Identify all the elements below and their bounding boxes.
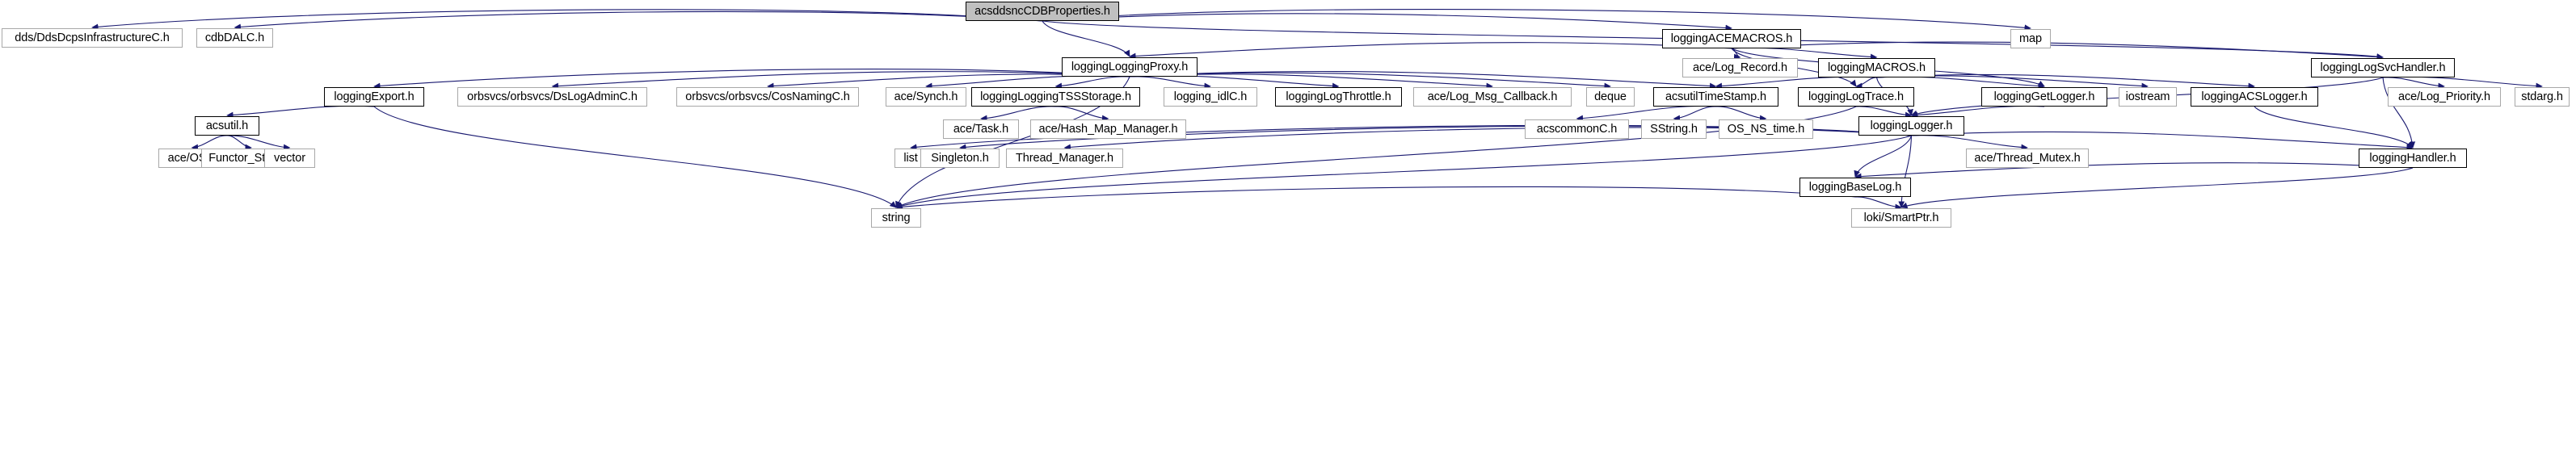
graph-edge xyxy=(226,105,375,119)
graph-edge xyxy=(980,106,1056,122)
graph-node[interactable]: ace/Log_Record.h xyxy=(1682,58,1798,77)
graph-edge xyxy=(2254,106,2414,149)
graph-edge xyxy=(1129,75,1340,90)
graph-node[interactable]: Thread_Manager.h xyxy=(1006,149,1123,168)
graph-node[interactable]: loggingLoggingProxy.h xyxy=(1062,57,1198,77)
graph-edge xyxy=(1855,77,1877,90)
graph-node[interactable]: stdarg.h xyxy=(2515,87,2570,107)
graph-edge xyxy=(373,106,897,208)
graph-node[interactable]: loggingACEMACROS.h xyxy=(1662,29,1801,48)
graph-node[interactable]: acscommonC.h xyxy=(1525,119,1629,139)
graph-edge xyxy=(1854,162,2414,180)
graph-edge xyxy=(1854,135,1913,178)
graph-edge xyxy=(191,135,228,151)
graph-edge xyxy=(1042,20,1130,57)
graph-edge xyxy=(2382,77,2416,149)
graph-edge xyxy=(1910,105,2045,119)
graph-edge xyxy=(1911,131,2414,151)
graph-edge xyxy=(1576,105,1716,122)
graph-edge xyxy=(1042,13,1732,31)
graph-edge xyxy=(1673,106,1716,122)
graph-edge xyxy=(895,186,1856,211)
graph-node[interactable]: loggingLogSvcHandler.h xyxy=(2311,58,2455,77)
graph-node[interactable]: loggingExport.h xyxy=(324,87,424,107)
graph-node[interactable]: loggingLogThrottle.h xyxy=(1275,87,1402,107)
graph-node[interactable]: loggingLogTrace.h xyxy=(1798,87,1914,107)
graph-node[interactable]: loggingBaseLog.h xyxy=(1799,178,1911,197)
graph-node[interactable]: loki/SmartPtr.h xyxy=(1851,208,1951,228)
graph-edge xyxy=(1054,76,1130,90)
graph-node[interactable]: OS_NS_time.h xyxy=(1719,119,1813,139)
graph-node[interactable]: Singleton.h xyxy=(920,149,1000,168)
graph-edge xyxy=(1715,76,1877,90)
graph-node[interactable]: map xyxy=(2010,29,2051,48)
graph-edge xyxy=(2382,76,2543,90)
graph-edge xyxy=(895,135,1912,209)
graph-node[interactable]: loggingHandler.h xyxy=(2359,149,2467,168)
graph-node[interactable]: ace/Synch.h xyxy=(886,87,966,107)
graph-edge xyxy=(551,71,1130,90)
graph-node[interactable]: ace/Hash_Map_Manager.h xyxy=(1030,119,1186,139)
graph-node[interactable]: SString.h xyxy=(1641,119,1707,139)
graph-edge xyxy=(1129,70,1717,90)
graph-node[interactable]: loggingGetLogger.h xyxy=(1981,87,2107,107)
graph-edge xyxy=(1898,135,1913,208)
graph-node[interactable]: loggingACSLogger.h xyxy=(2191,87,2318,107)
graph-edge xyxy=(1731,47,1878,61)
graph-edge xyxy=(91,9,1043,31)
graph-edge xyxy=(1129,76,1211,90)
graph-edge xyxy=(1854,196,1902,211)
graph-edge xyxy=(1731,41,2384,61)
graph-edge xyxy=(1042,9,2031,31)
graph-node[interactable]: loggingLogger.h xyxy=(1858,116,1964,136)
graph-node[interactable]: acsutilTimeStamp.h xyxy=(1653,87,1778,107)
graph-node[interactable]: iostream xyxy=(2119,87,2177,107)
graph-node[interactable]: cdbDALC.h xyxy=(196,28,273,48)
graph-node[interactable]: orbsvcs/orbsvcs/DsLogAdminC.h xyxy=(457,87,647,107)
graph-edge xyxy=(1900,167,2414,209)
graph-node[interactable]: vector xyxy=(264,149,315,168)
graph-edge xyxy=(1129,42,1732,60)
graph-edge xyxy=(226,135,291,151)
graph-edge xyxy=(1129,72,1611,90)
graph-edge xyxy=(925,75,1130,90)
graph-edge xyxy=(234,10,1043,31)
graph-node[interactable]: loggingMACROS.h xyxy=(1818,58,1935,77)
graph-node[interactable]: ace/Log_Msg_Callback.h xyxy=(1413,87,1572,107)
graph-node[interactable]: ace/Thread_Mutex.h xyxy=(1966,149,2089,168)
graph-edge xyxy=(1911,135,2028,151)
graph-edge xyxy=(1715,106,1767,122)
graph-edge xyxy=(1855,106,1913,119)
graph-node[interactable]: loggingLoggingTSSStorage.h xyxy=(971,87,1140,107)
graph-node[interactable]: ace/Task.h xyxy=(943,119,1019,139)
graph-node[interactable]: deque xyxy=(1586,87,1635,107)
graph-node[interactable]: acsutil.h xyxy=(195,116,259,136)
graph-edge xyxy=(373,69,1130,90)
graph-node[interactable]: string xyxy=(871,208,921,228)
graph-edge xyxy=(1055,106,1109,122)
graph-node[interactable]: ace/Log_Priority.h xyxy=(2388,87,2501,107)
graph-node-root[interactable]: acsddsncCDBProperties.h xyxy=(966,2,1119,21)
graph-edge xyxy=(2382,77,2445,90)
graph-node[interactable]: orbsvcs/orbsvcs/CosNamingC.h xyxy=(676,87,859,107)
graph-node[interactable]: dds/DdsDcpsInfrastructureC.h xyxy=(2,28,183,48)
graph-node[interactable]: logging_idlC.h xyxy=(1164,87,1257,107)
